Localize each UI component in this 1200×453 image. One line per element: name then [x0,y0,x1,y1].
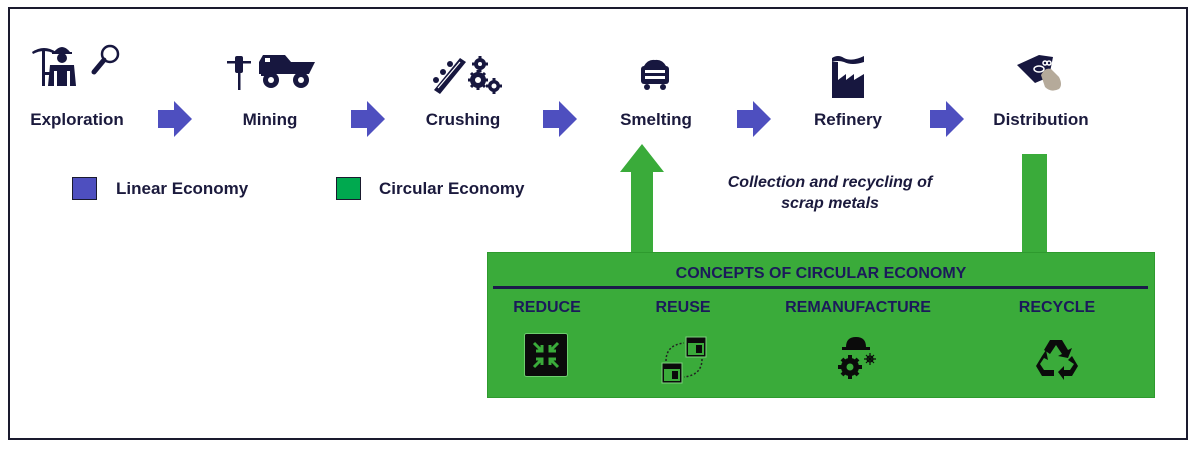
box-title: CONCEPTS OF CIRCULAR ECONOMY [675,265,967,282]
step-label-distribution: Distribution [993,110,1089,129]
feedback-arrow-up [620,144,664,254]
arrow-right-icon [737,101,771,137]
box-divider [493,286,1148,289]
step-label-exploration: Exploration [30,110,124,129]
arrow-right-icon [158,101,192,137]
hardhat-gears-icon [838,337,876,379]
legend-swatch-linear [72,177,97,200]
legend-label-linear: Linear Economy [116,179,249,198]
feedback-connector [1022,154,1047,254]
hand-money-icon [1017,55,1061,91]
step-label-smelting: Smelting [620,110,692,129]
jackhammer-dump-truck-icon [227,55,315,90]
ore-cart-icon [641,59,669,90]
concept-label-reduce: REDUCE [513,299,581,316]
feedback-caption: Collection and recycling of scrap metals [690,172,970,214]
legend-label-circular: Circular Economy [379,179,525,198]
miner-magnifier-icon [32,44,120,86]
concept-label-remanufacture: REMANUFACTURE [785,299,931,316]
caption-line-2: scrap metals [781,195,879,212]
circular-economy-box: CONCEPTS OF CIRCULAR ECONOMY REDUCE REUS… [487,252,1155,398]
recycle-icon [1036,340,1078,380]
arrow-right-icon [351,101,385,137]
arrow-right-icon [543,101,577,137]
concept-label-recycle: RECYCLE [1018,299,1096,316]
reduce-compress-icon [524,333,568,377]
step-label-crushing: Crushing [425,110,501,129]
step-label-refinery: Refinery [813,110,883,129]
conveyor-gears-icon [433,56,502,94]
reuse-cycle-icon [661,336,707,384]
step-label-mining: Mining [242,110,298,129]
factory-icon [832,56,864,98]
arrow-right-icon [930,101,964,137]
concept-label-reuse: REUSE [655,299,711,316]
legend-swatch-circular [336,177,361,200]
caption-line-1: Collection and recycling of [727,174,933,191]
